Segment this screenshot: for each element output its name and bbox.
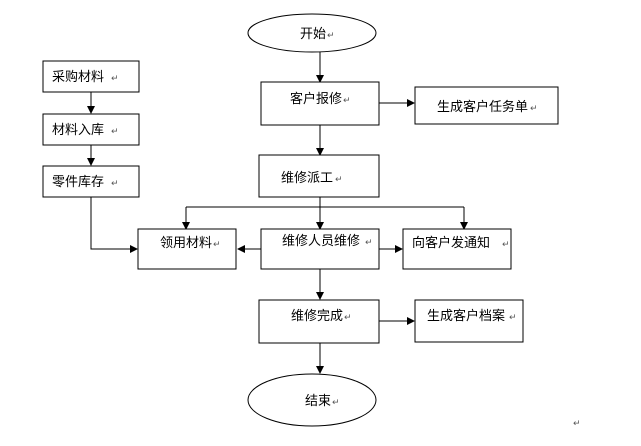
node-parts-stock-label: 零件库存 (52, 174, 104, 190)
return-mark: ↵ (335, 175, 343, 185)
node-customer-report: 客户报修 ↵ (260, 81, 380, 126)
node-start: 开始 ↵ (247, 13, 377, 53)
node-create-task: 生成客户任务单 ↵ (414, 86, 559, 125)
node-purchase-label: 采购材料 (52, 69, 104, 85)
node-parts-stock: 零件库存 ↵ (42, 165, 140, 198)
return-mark: ↵ (502, 240, 510, 250)
return-mark: ↵ (530, 104, 538, 114)
node-customer-report-label: 客户报修 (290, 91, 342, 107)
return-mark: ↵ (111, 74, 119, 84)
return-mark: ↵ (213, 240, 221, 250)
node-end-label: 结束 (305, 394, 331, 409)
node-create-archive: 生成客户档案 ↵ (414, 299, 524, 343)
node-create-archive-label: 生成客户档案 (427, 308, 505, 324)
page-return-mark: ↵ (573, 419, 581, 429)
node-stock-in-label: 材料入库 (52, 122, 104, 138)
node-repair-complete-label: 维修完成 (291, 309, 343, 324)
node-repair-complete: 维修完成 ↵ (258, 299, 380, 344)
return-mark: ↵ (509, 313, 517, 323)
node-technician-repair-label: 维修人员维修 (282, 234, 360, 249)
return-mark: ↵ (327, 31, 335, 41)
node-end: 结束 ↵ (247, 373, 377, 427)
edges (87, 52, 468, 374)
return-mark: ↵ (343, 96, 351, 106)
return-mark: ↵ (111, 127, 119, 137)
return-mark: ↵ (344, 313, 352, 323)
edge-parts-to-requisition (90, 197, 138, 253)
node-dispatch: 维修派工 ↵ (258, 154, 380, 198)
node-create-task-label: 生成客户任务单 (437, 99, 528, 115)
node-requisition: 领用材料 ↵ (137, 228, 237, 270)
node-dispatch-label: 维修派工 (281, 171, 333, 186)
node-purchase: 采购材料 ↵ (42, 60, 140, 93)
node-technician-repair: 维修人员维修 ↵ (260, 228, 380, 270)
node-notify-customer: 向客户发通知 ↵ (402, 228, 512, 270)
return-mark: ↵ (332, 398, 340, 408)
node-notify-customer-label: 向客户发通知 (412, 235, 490, 251)
node-stock-in: 材料入库 ↵ (42, 113, 140, 146)
node-start-label: 开始 (300, 27, 326, 42)
return-mark: ↵ (365, 238, 373, 248)
return-mark: ↵ (111, 179, 119, 189)
node-requisition-label: 领用材料 (160, 236, 212, 251)
